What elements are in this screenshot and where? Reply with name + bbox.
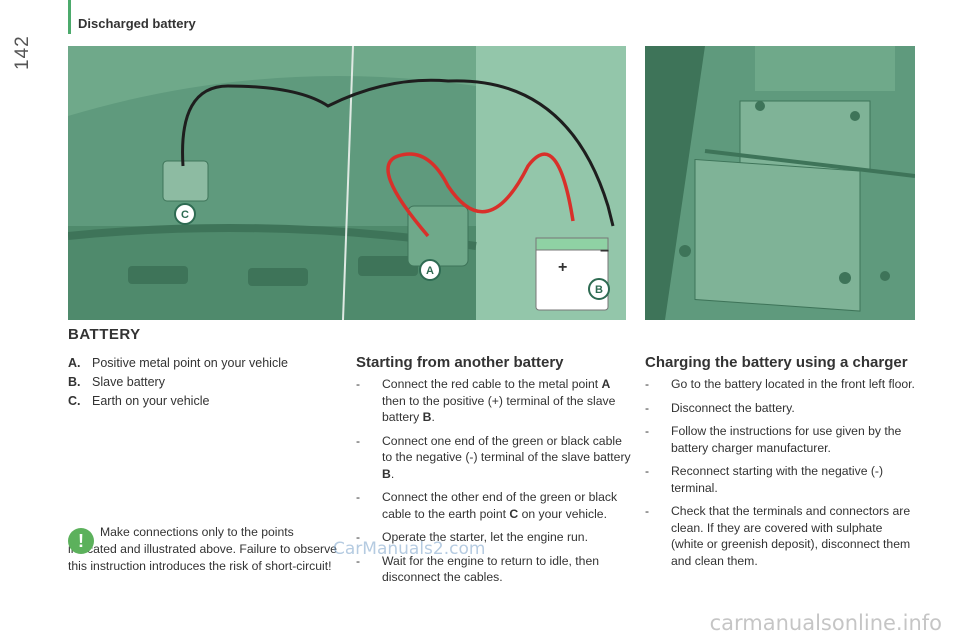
callout-b: B bbox=[595, 284, 603, 296]
warning-note: ! Make connections only to the points in… bbox=[68, 524, 338, 575]
charging-step-2: -Disconnect the battery. bbox=[645, 400, 795, 415]
warning-icon: ! bbox=[68, 528, 94, 554]
legend-item-c: C.Earth on your vehicle bbox=[68, 394, 210, 408]
warning-text: Make connections only to the points indi… bbox=[68, 525, 337, 573]
starting-step-2: -Connect one end of the green or black c… bbox=[356, 433, 631, 481]
battery-floor-cover-illustration bbox=[645, 46, 915, 320]
legend-item-b: B.Slave battery bbox=[68, 375, 165, 389]
header-accent-bar bbox=[68, 0, 71, 34]
charging-with-charger: Charging the battery using a charger -Go… bbox=[645, 355, 917, 576]
charging-step-4: -Reconnect starting with the negative (-… bbox=[645, 464, 884, 495]
starting-step-5: -Wait for the engine to return to idle, … bbox=[356, 553, 600, 585]
page-header-title: Discharged battery bbox=[78, 16, 196, 31]
legend-item-a: A.Positive metal point on your vehicle bbox=[68, 356, 288, 370]
jump-start-illustration: + − C A B bbox=[68, 46, 626, 320]
battery-minus-sign: − bbox=[600, 243, 609, 260]
starting-title: Starting from another battery bbox=[356, 354, 564, 371]
battery-plus-sign: + bbox=[558, 259, 567, 276]
charging-step-5: -Check that the terminals and connectors… bbox=[645, 504, 911, 568]
starting-step-3: -Connect the other end of the green or b… bbox=[356, 490, 618, 521]
section-title-battery: BATTERY bbox=[68, 326, 141, 343]
callout-c: C bbox=[181, 209, 189, 221]
illustration-legend: A.Positive metal point on your vehicle B… bbox=[68, 354, 328, 411]
watermark-carmanualsonline: carmanualsonline.info bbox=[709, 611, 942, 635]
charging-step-3: -Follow the instructions for use given b… bbox=[645, 424, 902, 455]
watermark-carmanuals2: CarManuals2.com bbox=[333, 539, 486, 559]
page-number: 142 bbox=[12, 35, 33, 70]
starting-from-another-battery: Starting from another battery -Connect t… bbox=[356, 355, 632, 593]
callout-a: A bbox=[426, 265, 434, 277]
charging-step-1: -Go to the battery located in the front … bbox=[645, 377, 915, 391]
starting-step-1: -Connect the red cable to the metal poin… bbox=[356, 377, 616, 424]
starting-step-4: -Operate the starter, let the engine run… bbox=[356, 530, 588, 544]
charging-title: Charging the battery using a charger bbox=[645, 354, 908, 371]
